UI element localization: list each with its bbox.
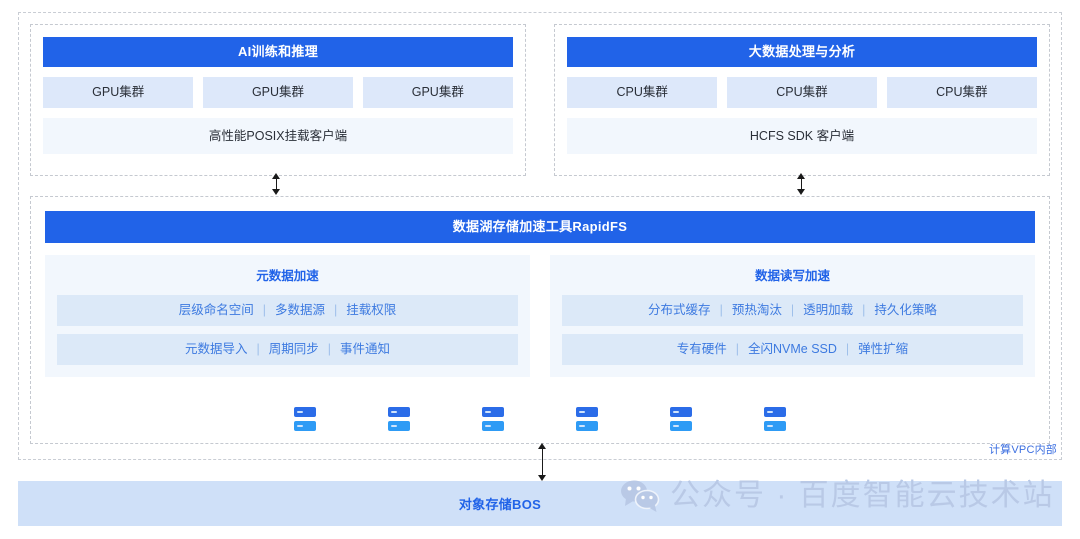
- cluster-item: CPU集群: [726, 77, 878, 108]
- feature-item: 层级命名空间: [178, 303, 254, 317]
- feature-item: 多数据源: [275, 303, 326, 317]
- feature-row: 元数据导入 | 周期同步 | 事件通知: [57, 334, 519, 365]
- rapidfs-container: 数据湖存储加速工具RapidFS 元数据加速 层级命名空间 | 多数据源 | 挂载权限 …: [30, 196, 1050, 444]
- arrow-head-up-icon: [272, 173, 280, 179]
- feature-separator: |: [862, 303, 866, 317]
- feature-item: 持久化策略: [874, 303, 937, 317]
- cluster-item: GPU集群: [362, 77, 513, 108]
- feature-separator: |: [334, 303, 338, 317]
- workload-client-bigdata: HCFS SDK 客户端: [567, 118, 1037, 154]
- arrow-shaft: [800, 179, 802, 189]
- arrow-shaft: [541, 449, 543, 475]
- panel-metadata-acceleration: 元数据加速 层级命名空间 | 多数据源 | 挂载权限 元数据导入 | 周期同步 | 事件通知: [45, 255, 531, 377]
- cluster-row-ai: GPU集群 GPU集群 GPU集群: [43, 77, 513, 108]
- cluster-row-bigdata: CPU集群 CPU集群 CPU集群: [567, 77, 1037, 108]
- arrow-head-down-icon: [797, 189, 805, 195]
- cluster-item: GPU集群: [43, 77, 194, 108]
- workload-title-ai: AI训练和推理: [43, 37, 513, 67]
- cluster-item: CPU集群: [886, 77, 1037, 108]
- workload-box-bigdata: 大数据处理与分析 CPU集群 CPU集群 CPU集群 HCFS SDK 客户端: [554, 24, 1050, 176]
- feature-separator: |: [735, 342, 739, 356]
- server-rack-row: [45, 407, 1035, 433]
- connector-arrow-bigdata-to-rapidfs: [794, 173, 808, 195]
- feature-item: 透明加载: [803, 303, 854, 317]
- feature-item: 周期同步: [268, 342, 319, 356]
- rapidfs-panels: 元数据加速 层级命名空间 | 多数据源 | 挂载权限 元数据导入 | 周期同步 | 事件通知 数…: [45, 255, 1035, 377]
- panel-data-io-acceleration: 数据读写加速 分布式缓存 | 预热淘汰 | 透明加载 | 持久化策略 专有硬件 | 全闪NVMe…: [549, 255, 1035, 377]
- server-rack-icon: [388, 407, 410, 431]
- server-rack-icon: [670, 407, 692, 431]
- panel-title: 元数据加速: [256, 269, 319, 283]
- feature-separator: |: [327, 342, 332, 356]
- arrow-head-up-icon: [538, 443, 546, 449]
- feature-item: 预热淘汰: [731, 303, 782, 317]
- feature-row: 分布式缓存 | 预热淘汰 | 透明加载 | 持久化策略: [561, 295, 1023, 326]
- feature-separator: |: [719, 303, 723, 317]
- feature-item: 事件通知: [340, 342, 391, 356]
- compute-vpc-container: 计算VPC内部: [18, 12, 1062, 460]
- feature-item: 全闪NVMe SSD: [748, 342, 837, 356]
- rapidfs-title: 数据湖存储加速工具RapidFS: [45, 211, 1035, 243]
- server-rack-icon: [482, 407, 504, 431]
- feature-item: 弹性扩缩: [858, 342, 909, 356]
- workload-title-bigdata: 大数据处理与分析: [567, 37, 1037, 67]
- feature-item: 分布式缓存: [648, 303, 711, 317]
- object-storage-bos-label: 对象存储BOS: [458, 497, 542, 512]
- feature-separator: |: [262, 303, 267, 317]
- cluster-item: GPU集群: [202, 77, 354, 108]
- feature-item: 元数据导入: [185, 342, 248, 356]
- arrow-shaft: [275, 179, 277, 189]
- feature-item: 专有硬件: [676, 342, 727, 356]
- feature-separator: |: [845, 342, 850, 356]
- connector-arrow-ai-to-rapidfs: [269, 173, 283, 195]
- server-rack-icon: [576, 407, 598, 431]
- feature-row: 层级命名空间 | 多数据源 | 挂载权限: [57, 295, 519, 326]
- feature-separator: |: [256, 342, 260, 356]
- cluster-item: CPU集群: [567, 77, 718, 108]
- workload-row: AI训练和推理 GPU集群 GPU集群 GPU集群 高性能POSIX挂载客户端 …: [30, 24, 1050, 176]
- vpc-label: 计算VPC内部: [988, 444, 1057, 456]
- arrow-head-up-icon: [797, 173, 805, 179]
- server-rack-icon: [294, 407, 316, 431]
- workload-box-ai: AI训练和推理 GPU集群 GPU集群 GPU集群 高性能POSIX挂载客户端: [30, 24, 526, 176]
- connector-arrow-rapidfs-to-bos: [535, 443, 549, 481]
- feature-separator: |: [790, 303, 795, 317]
- feature-row: 专有硬件 | 全闪NVMe SSD | 弹性扩缩: [561, 334, 1023, 365]
- workload-client-ai: 高性能POSIX挂载客户端: [43, 118, 513, 154]
- panel-title: 数据读写加速: [754, 269, 830, 283]
- arrow-head-down-icon: [272, 189, 280, 195]
- arrow-head-down-icon: [538, 475, 546, 481]
- feature-item: 挂载权限: [346, 303, 397, 317]
- object-storage-bos-bar: 对象存储BOS: [18, 481, 1062, 526]
- server-rack-icon: [764, 407, 786, 431]
